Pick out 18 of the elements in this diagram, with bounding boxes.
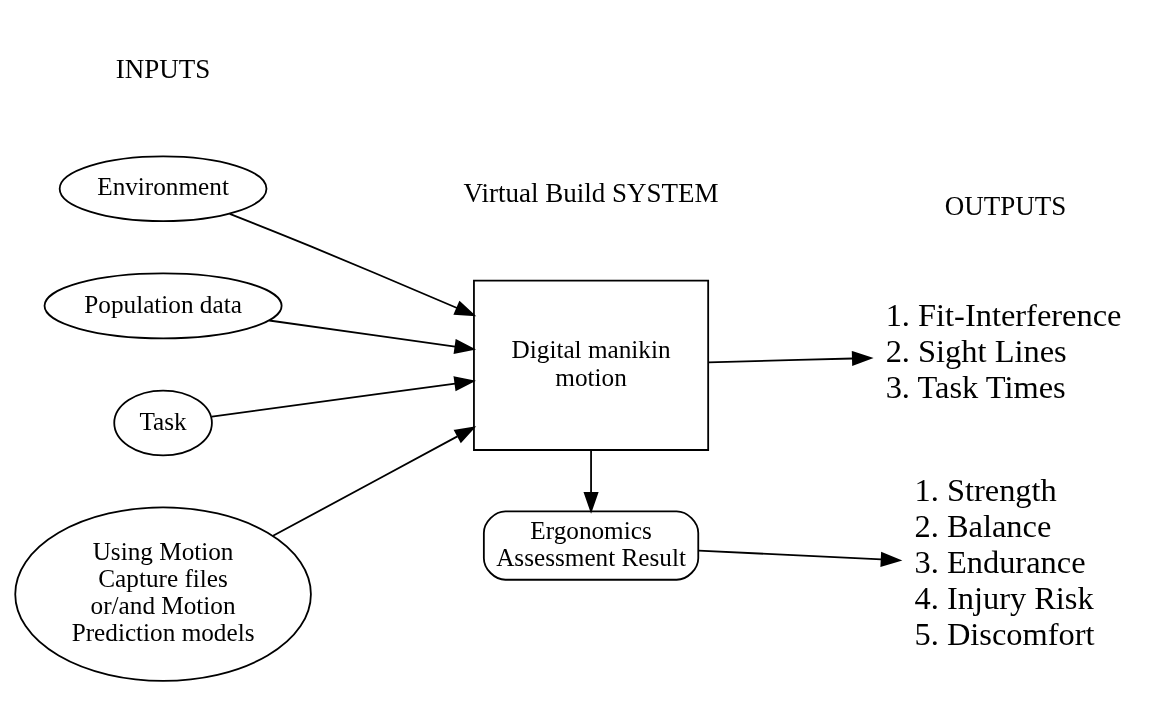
node-ellipse: Using Motion Capture files or/and Motion Prediction models (14, 505, 312, 682)
arrow (707, 350, 874, 366)
label: OUTPUTS (944, 190, 1067, 221)
node-ellipse: Task (113, 389, 213, 456)
label: Virtual Build SYSTEM (463, 177, 719, 208)
arrow (272, 425, 477, 537)
label: INPUTS (115, 53, 211, 84)
node-ellipse: Environment (58, 154, 268, 222)
arrow (228, 212, 477, 316)
node-box: Digital manikin motion (473, 279, 710, 451)
node-ellipse: Population data (43, 272, 283, 339)
node-box: Ergonomics Assessment Result (482, 509, 700, 581)
arrow (583, 448, 599, 514)
arrow (211, 375, 476, 417)
node-text: 1. Strength 2. Balance 3. Endurance 4. Injury Risk 5. Discomfort (914, 471, 1095, 652)
arrow (697, 549, 903, 567)
node-text: 1. Fit-Interference 2. Sight Lines 3. Task Times (885, 296, 1122, 405)
arrow (268, 319, 477, 354)
